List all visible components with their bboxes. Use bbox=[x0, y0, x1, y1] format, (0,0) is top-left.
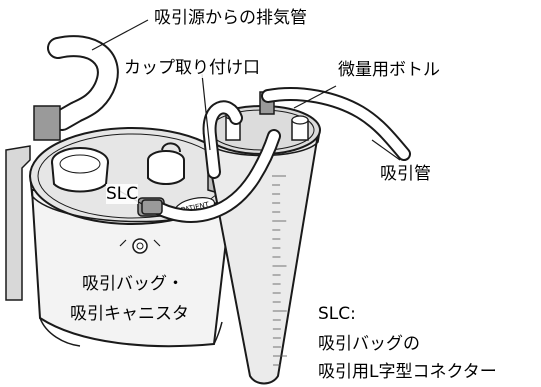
leader-cup bbox=[201, 73, 211, 151]
leader-tube bbox=[371, 139, 401, 161]
label-slc: SLC bbox=[106, 184, 139, 204]
label-cup-fitting: カップ取り付け口 bbox=[124, 58, 260, 78]
wall-bracket bbox=[5, 145, 31, 301]
label-suction-tube: 吸引管 bbox=[380, 164, 431, 184]
label-slc-def-line1: SLC: bbox=[318, 304, 356, 324]
bottle-graduations bbox=[272, 175, 287, 366]
label-slc-def-line3: 吸引用L字型コネクター bbox=[318, 362, 497, 382]
exhaust-connector bbox=[33, 105, 61, 141]
leader-lines bbox=[91, 19, 401, 205]
label-bag-line1: 吸引バッグ・ bbox=[82, 274, 184, 294]
leader-exhaust bbox=[91, 19, 149, 51]
slc-connector bbox=[141, 199, 163, 215]
suction-canister bbox=[30, 189, 234, 348]
leader-bottle bbox=[293, 85, 337, 109]
label-slc-def-line2: 吸引バッグの bbox=[318, 334, 420, 354]
label-exhaust-tube: 吸引源からの排気管 bbox=[154, 8, 307, 28]
label-bag-line2: 吸引キャニスタ bbox=[70, 304, 189, 324]
label-small-bottle: 微量用ボトル bbox=[338, 60, 440, 80]
